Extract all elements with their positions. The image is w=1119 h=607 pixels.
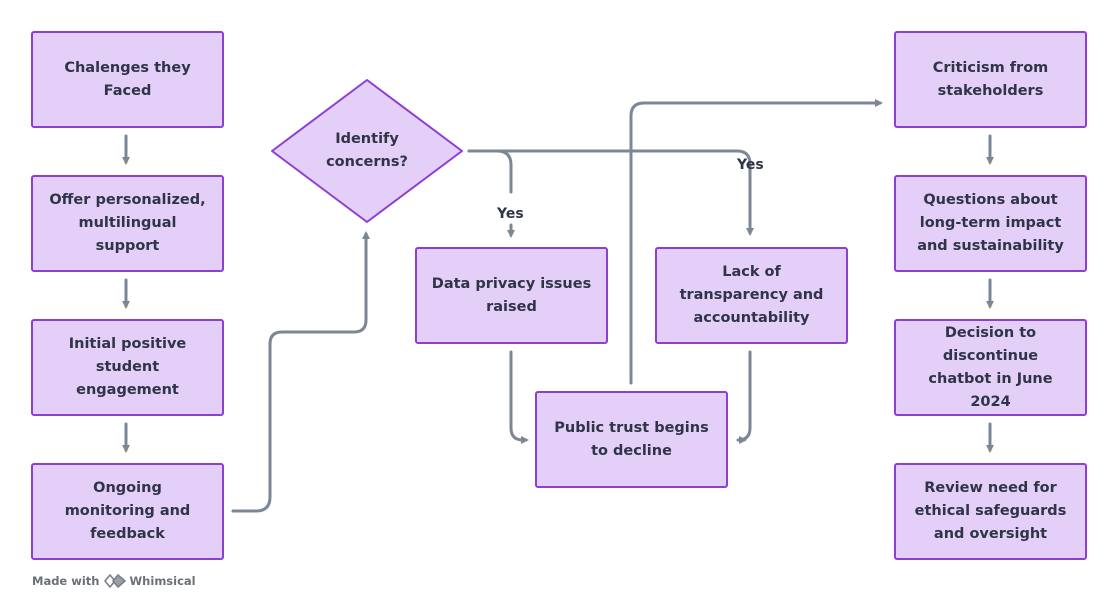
node-data-privacy: Data privacy issues raised (415, 247, 608, 344)
node-decision-discontinue-label: Decision to discontinue chatbot in June … (928, 324, 1053, 410)
arrow-transparency-to-trust (736, 350, 752, 444)
node-initial-engagement: Initial positive student engagement (31, 319, 224, 416)
edge-label-yes-transparency: Yes (737, 157, 764, 173)
node-decision-discontinue: Decision to discontinue chatbot in June … (894, 319, 1087, 416)
node-lack-transparency-label: Lack of transparency and accountability (679, 264, 824, 326)
node-identify-concerns: Identify concerns? (312, 122, 422, 180)
arrow-trust-to-criticism (629, 99, 883, 385)
node-monitoring-label: Ongoing monitoring and feedback (64, 480, 191, 542)
node-offer-support-label: Offer personalized, multilingual support (49, 192, 206, 254)
node-monitoring: Ongoing monitoring and feedback (31, 463, 224, 560)
watermark-footer: Made with Whimsical (32, 574, 196, 588)
footer-brand: Whimsical (129, 574, 196, 588)
arrow-decision-to-privacy (467, 149, 513, 194)
decision-diamond (271, 79, 463, 223)
footer-made-with: Made with (32, 574, 100, 588)
arrow-monitoring-to-decision (231, 231, 370, 513)
node-offer-support: Offer personalized, multilingual support (31, 175, 224, 272)
node-identify-concerns-label: Identify concerns? (326, 131, 408, 170)
edge-label-yes-transparency-text: Yes (737, 157, 764, 173)
node-data-privacy-label: Data privacy issues raised (431, 275, 592, 315)
node-challenges-label: Chalenges they Faced (64, 59, 191, 99)
node-public-trust-label: Public trust begins to decline (554, 419, 709, 459)
node-questions-impact-label: Questions about long-term impact and sus… (917, 192, 1064, 254)
arrow-decision-to-transparency (467, 149, 754, 236)
node-initial-engagement-label: Initial positive student engagement (68, 336, 187, 398)
node-questions-impact: Questions about long-term impact and sus… (894, 175, 1087, 272)
edge-label-yes-privacy-text: Yes (497, 206, 524, 222)
arrow-privacy-to-trust (509, 350, 529, 444)
node-challenges: Chalenges they Faced (31, 31, 224, 128)
node-public-trust: Public trust begins to decline (535, 391, 728, 488)
node-lack-transparency: Lack of transparency and accountability (655, 247, 848, 344)
node-criticism: Criticism from stakeholders (894, 31, 1087, 128)
node-criticism-label: Criticism from stakeholders (932, 59, 1049, 99)
edge-label-yes-privacy: Yes (497, 206, 524, 222)
node-review-need: Review need for ethical safeguards and o… (894, 463, 1087, 560)
whimsical-logo-icon (103, 574, 126, 588)
node-review-need-label: Review need for ethical safeguards and o… (914, 480, 1067, 542)
